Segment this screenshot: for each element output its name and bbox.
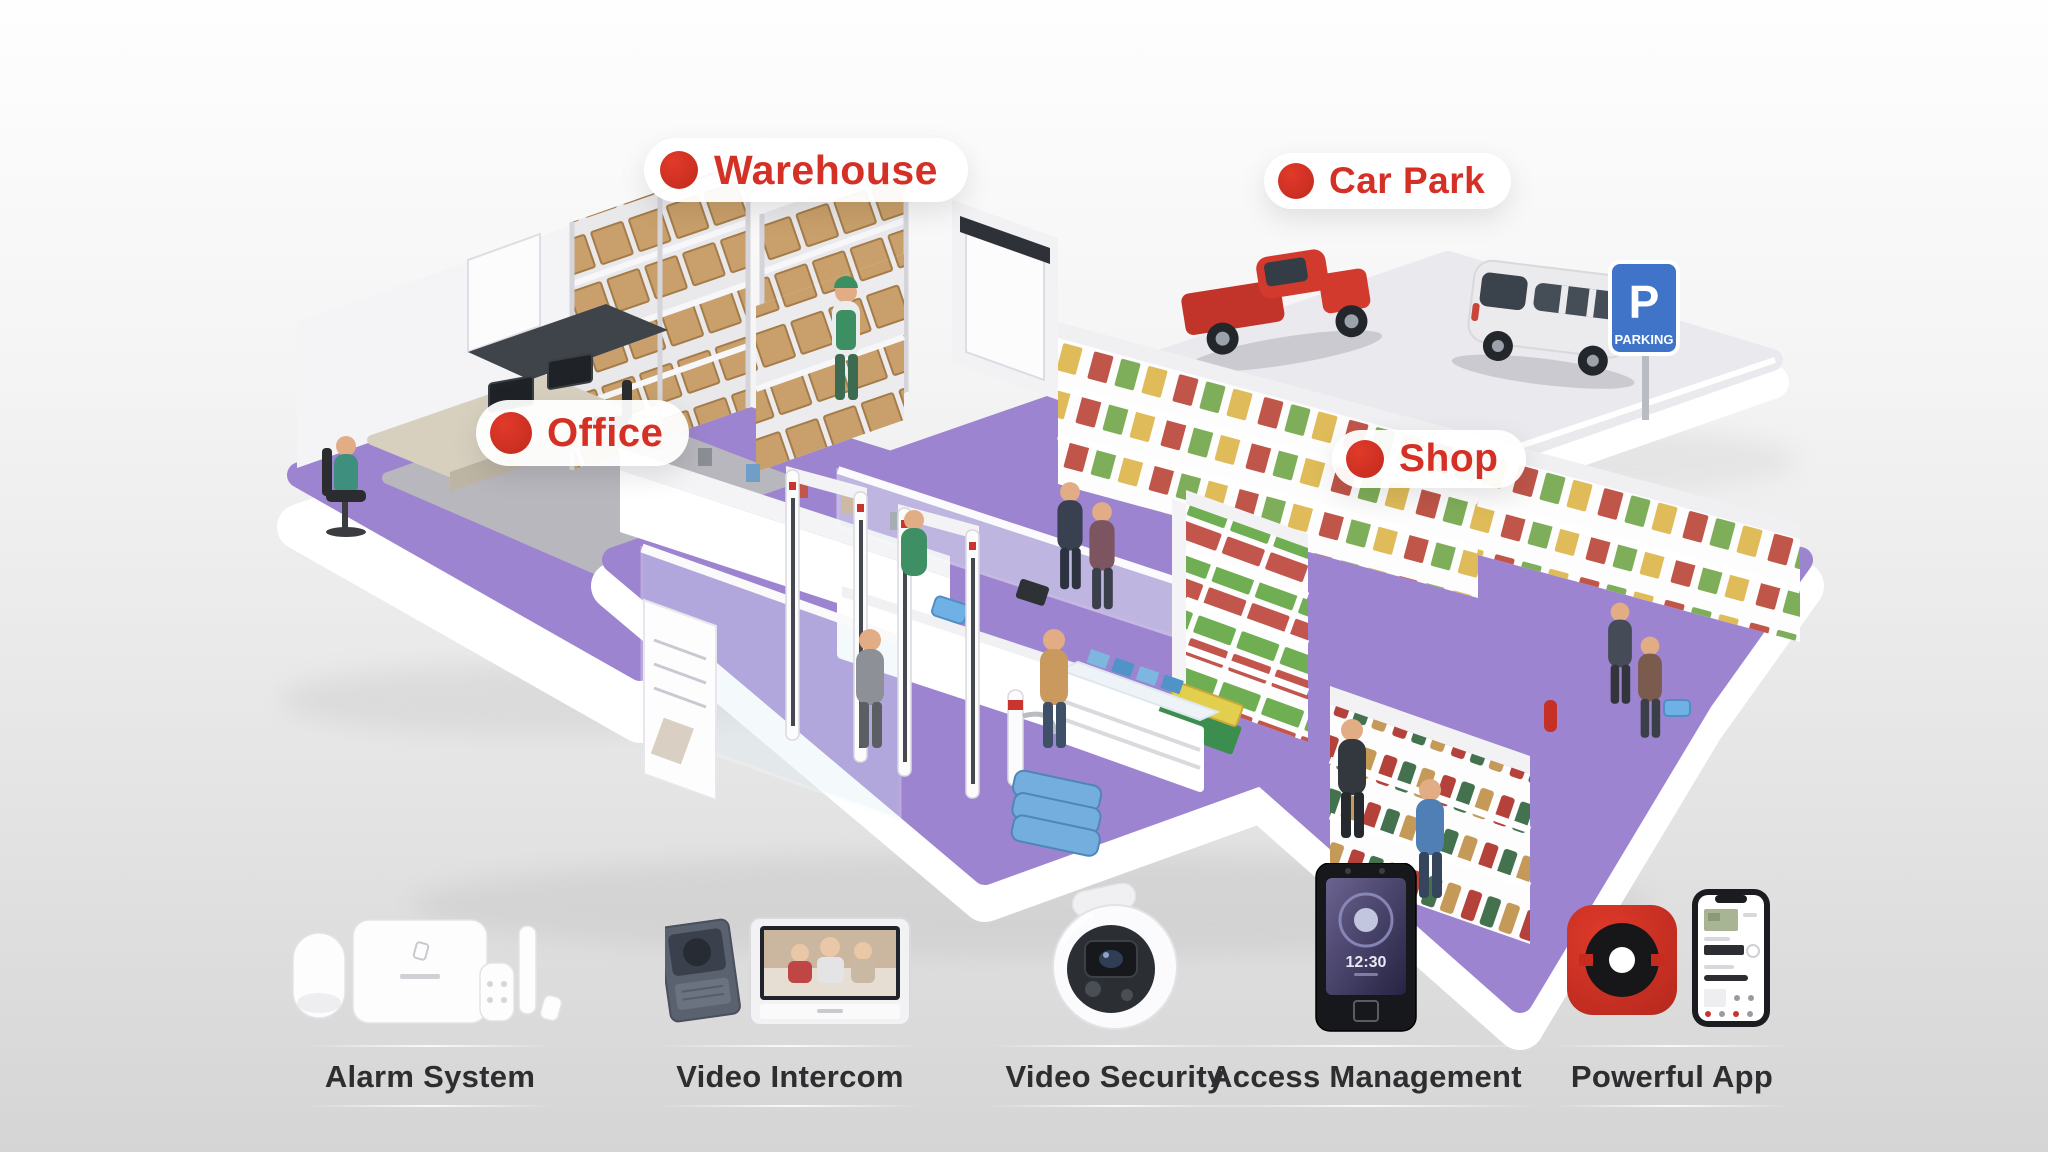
terminal-time: 12:30 — [1346, 954, 1387, 971]
qr-reader-icon — [1353, 1000, 1379, 1022]
product-alarm-system[interactable]: Alarm System — [280, 865, 580, 1107]
keyfob-icon — [478, 962, 515, 1022]
hotspot-dot-icon — [490, 412, 532, 454]
product-video-security[interactable]: Video Security — [965, 865, 1265, 1107]
fire-extinguisher — [1544, 700, 1557, 732]
product-label-video-intercom: Video Intercom — [656, 1045, 924, 1107]
product-label-video-security: Video Security — [985, 1045, 1245, 1107]
intercom-monitor-icon — [749, 917, 911, 1026]
turret-camera-image — [1015, 865, 1215, 1033]
parking-sign-caption: PARKING — [1615, 332, 1674, 347]
product-label-alarm-system: Alarm System — [304, 1045, 556, 1107]
hotspot-warehouse[interactable]: Warehouse — [644, 138, 968, 202]
terminal-screen-icon — [1326, 878, 1406, 995]
product-label-access-management: Access Management — [1190, 1045, 1542, 1107]
product-powerful-app[interactable]: Powerful App — [1522, 865, 1822, 1107]
hotspot-shop-label: Shop — [1399, 437, 1499, 480]
access-terminal-image: 12:30 — [1306, 863, 1426, 1033]
warehouse-worker — [832, 276, 860, 400]
smartphone-icon — [1692, 889, 1770, 1027]
white-van — [1451, 259, 1635, 389]
hotspot-dot-icon — [1346, 440, 1384, 478]
app-icon — [1567, 905, 1677, 1015]
hotspot-warehouse-label: Warehouse — [714, 146, 938, 193]
video-intercom-image — [665, 865, 915, 1033]
hotspot-car-park-label: Car Park — [1329, 160, 1486, 201]
people — [856, 482, 1691, 898]
warehouse-racks — [569, 160, 909, 472]
hotspot-office[interactable]: Office — [476, 400, 690, 466]
hotspot-shop[interactable]: Shop — [1332, 430, 1527, 488]
product-label-powerful-app: Powerful App — [1550, 1045, 1794, 1107]
product-video-intercom[interactable]: Video Intercom — [640, 865, 940, 1107]
produce-gondola — [1153, 490, 1310, 755]
app-image — [1567, 865, 1777, 1033]
office-worker — [322, 436, 366, 537]
alarm-hub-icon — [351, 919, 488, 1024]
hotspot-car-park[interactable]: Car Park — [1264, 153, 1512, 209]
parking-sign-letter: P — [1629, 276, 1660, 328]
stockroom-door — [952, 200, 1058, 400]
hotspot-dot-icon — [1278, 163, 1314, 199]
product-access-management[interactable]: 12:30 Access Management — [1190, 863, 1542, 1107]
shopping-baskets — [1010, 769, 1103, 857]
door-station-icon — [665, 918, 741, 1023]
alarm-system-image — [288, 865, 573, 1033]
poster-stand — [643, 598, 717, 802]
face-scan-icon — [1338, 892, 1394, 948]
door-contact-icon — [517, 925, 537, 1015]
red-pickup-truck — [1181, 249, 1383, 372]
shop-wall-shelves — [1057, 322, 1801, 642]
parking-sign: P PARKING — [1608, 260, 1680, 420]
hotspot-dot-icon — [660, 151, 698, 189]
hotspot-office-label: Office — [547, 410, 664, 455]
